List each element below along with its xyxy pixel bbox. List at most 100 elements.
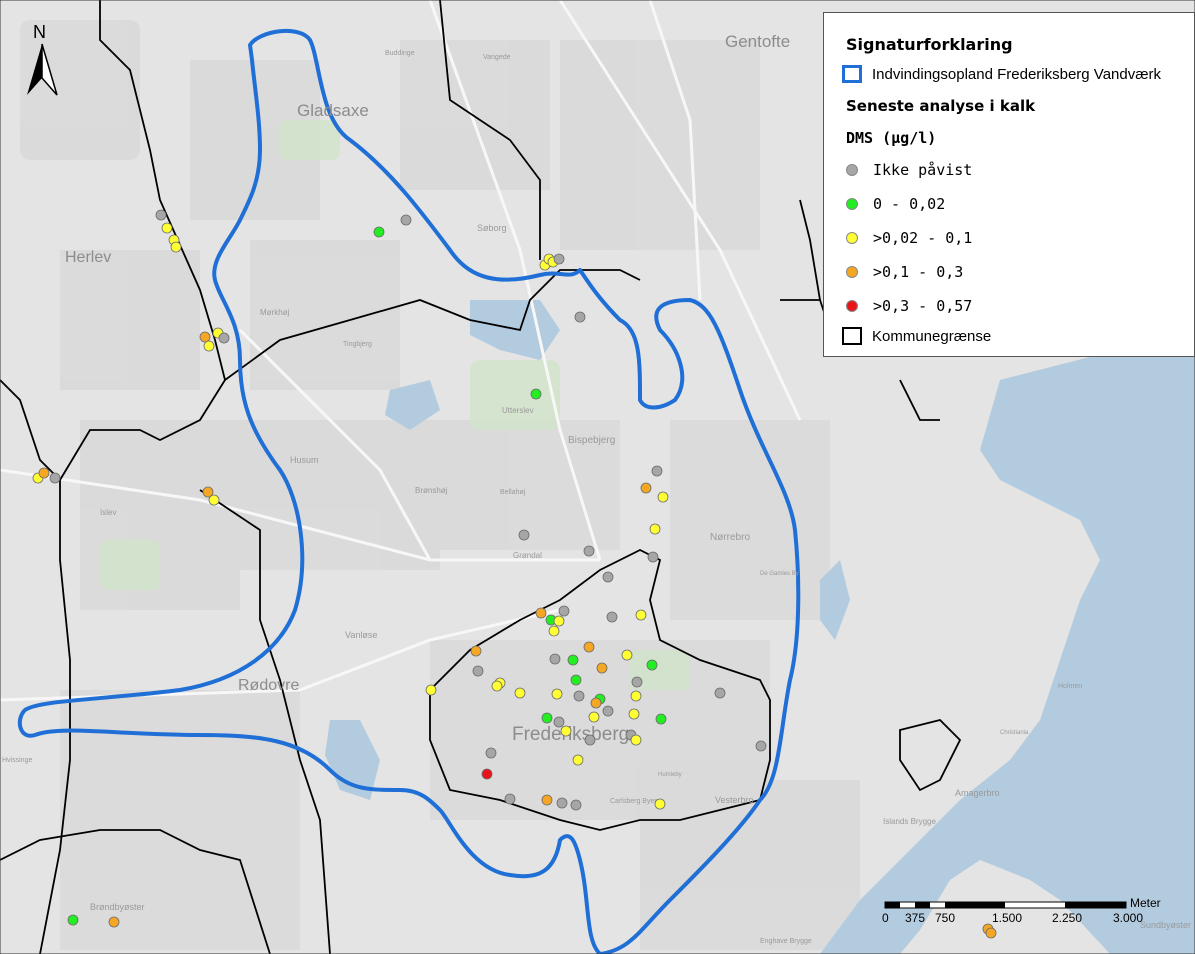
gray-dot-icon: [846, 164, 858, 176]
sample-point[interactable]: [654, 798, 666, 810]
sample-point[interactable]: [570, 674, 582, 686]
sample-point[interactable]: [606, 611, 618, 623]
place-label: Christiania: [1000, 730, 1029, 736]
place-label: Nørrebro: [710, 532, 750, 543]
place-label: Sundbyøster: [1140, 920, 1191, 930]
scale-tick: 2.250: [1052, 911, 1082, 925]
sample-point[interactable]: [551, 688, 563, 700]
sample-point[interactable]: [646, 659, 658, 671]
scale-tick: 750: [935, 911, 955, 925]
sample-point[interactable]: [203, 340, 215, 352]
sample-point[interactable]: [373, 226, 385, 238]
lakes-water: [820, 560, 850, 640]
sample-point[interactable]: [649, 523, 661, 535]
legend-item-class: >0,02 - 0,1: [842, 229, 972, 247]
sample-point[interactable]: [155, 209, 167, 221]
sample-point[interactable]: [631, 676, 643, 688]
sample-point[interactable]: [630, 690, 642, 702]
legend-item-class: >0,3 - 0,57: [842, 297, 972, 315]
legend-label: >0,02 - 0,1: [873, 229, 973, 247]
sample-point[interactable]: [548, 625, 560, 637]
sample-point[interactable]: [621, 649, 633, 661]
sample-point[interactable]: [549, 653, 561, 665]
sample-point[interactable]: [640, 482, 652, 494]
legend-label: 0 - 0,02: [873, 195, 946, 213]
sample-point[interactable]: [558, 605, 570, 617]
sample-point[interactable]: [504, 793, 516, 805]
sample-point[interactable]: [108, 916, 120, 928]
place-label: De Gamles By: [760, 571, 799, 577]
sample-point[interactable]: [573, 690, 585, 702]
sample-point[interactable]: [38, 467, 50, 479]
scale-tick: 375: [905, 911, 925, 925]
sample-point[interactable]: [630, 734, 642, 746]
sample-point[interactable]: [567, 654, 579, 666]
sample-point[interactable]: [518, 529, 530, 541]
sample-point[interactable]: [470, 645, 482, 657]
place-label: Hvissinge: [2, 757, 32, 764]
sample-point[interactable]: [425, 684, 437, 696]
sample-point[interactable]: [602, 705, 614, 717]
sample-point[interactable]: [755, 740, 767, 752]
sample-point[interactable]: [530, 388, 542, 400]
sample-point[interactable]: [556, 797, 568, 809]
place-label: Brønshøj: [415, 486, 448, 495]
sample-point[interactable]: [570, 799, 582, 811]
sample-point[interactable]: [202, 486, 214, 498]
sample-point[interactable]: [514, 687, 526, 699]
sample-point[interactable]: [170, 241, 182, 253]
sample-point[interactable]: [635, 609, 647, 621]
sample-point[interactable]: [714, 687, 726, 699]
sample-point[interactable]: [584, 734, 596, 746]
place-label: Bispebjerg: [568, 435, 615, 446]
sample-point[interactable]: [572, 754, 584, 766]
sample-point[interactable]: [481, 768, 493, 780]
place-label: Amagerbro: [955, 788, 1000, 798]
sample-point[interactable]: [588, 711, 600, 723]
place-label: Gladsaxe: [297, 101, 369, 120]
sample-point[interactable]: [553, 615, 565, 627]
catchment-swatch-icon: [842, 65, 862, 83]
sample-points: [32, 209, 997, 939]
sample-point[interactable]: [218, 332, 230, 344]
sample-point[interactable]: [161, 222, 173, 234]
sample-point[interactable]: [985, 927, 997, 939]
place-label: Søborg: [477, 223, 507, 233]
sample-point[interactable]: [651, 465, 663, 477]
sample-point[interactable]: [657, 491, 669, 503]
sample-point[interactable]: [560, 725, 572, 737]
sample-point[interactable]: [628, 708, 640, 720]
scale-tick: 3.000: [1113, 911, 1143, 925]
place-label: Tingbjerg: [343, 341, 372, 348]
sample-point[interactable]: [655, 713, 667, 725]
sample-point[interactable]: [553, 253, 565, 265]
place-label: Vanløse: [345, 630, 377, 640]
sample-point[interactable]: [583, 545, 595, 557]
sample-point[interactable]: [67, 914, 79, 926]
place-label: Grøndal: [513, 551, 542, 560]
sample-point[interactable]: [541, 794, 553, 806]
sample-point[interactable]: [574, 311, 586, 323]
sample-point[interactable]: [553, 716, 565, 728]
sample-point[interactable]: [485, 747, 497, 759]
sample-point[interactable]: [400, 214, 412, 226]
sample-point[interactable]: [535, 607, 547, 619]
harbour-water: [820, 330, 1195, 954]
place-label: Frederiksberg: [512, 724, 629, 745]
legend-label: >0,3 - 0,57: [873, 297, 973, 315]
sample-point[interactable]: [590, 697, 602, 709]
scale-bar: Meter 0 375 750 1.500 2.250 3.000: [882, 896, 1161, 925]
sample-point[interactable]: [541, 712, 553, 724]
sample-point[interactable]: [49, 472, 61, 484]
green-dot-icon: [846, 198, 858, 210]
sample-point[interactable]: [647, 551, 659, 563]
sample-point[interactable]: [491, 680, 503, 692]
sample-point[interactable]: [596, 662, 608, 674]
north-arrow: N: [27, 22, 58, 96]
sample-point[interactable]: [208, 494, 220, 506]
orange-dot-icon: [846, 266, 858, 278]
sample-point[interactable]: [199, 331, 211, 343]
sample-point[interactable]: [602, 571, 614, 583]
sample-point[interactable]: [583, 641, 595, 653]
sample-point[interactable]: [472, 665, 484, 677]
